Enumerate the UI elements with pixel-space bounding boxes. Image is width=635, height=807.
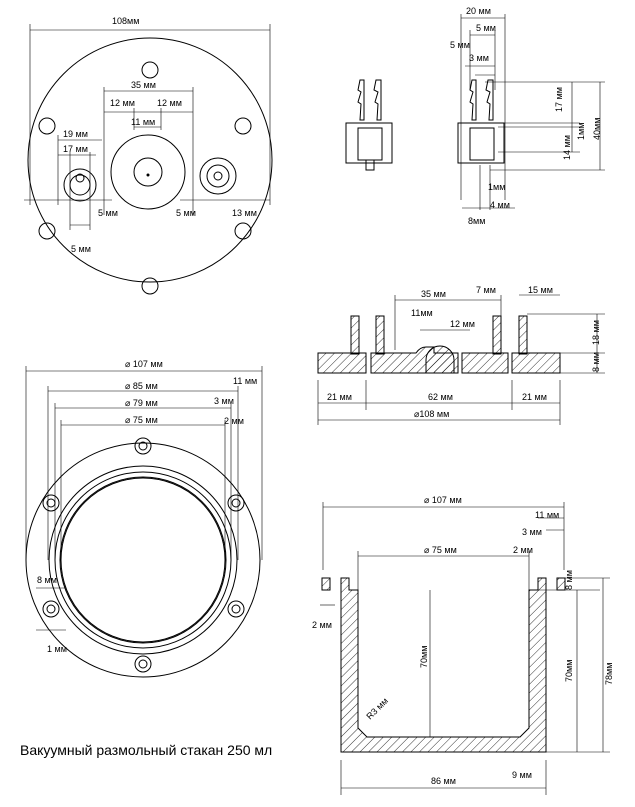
dim-valve-5a: 5 мм [476, 23, 496, 33]
dim-valve-5b: 5 мм [450, 40, 470, 50]
dim-bowltop-85: ⌀ 85 мм [125, 381, 158, 391]
dim-bowl-r3: R3 мм [364, 696, 390, 722]
dim-bowltop-3: 3 мм [214, 396, 234, 406]
dim-lid-11: 11мм [411, 308, 433, 318]
dim-valve-20: 20 мм [466, 6, 491, 16]
dim-lid-15: 15 мм [528, 285, 553, 295]
dim-bowl-86: 86 мм [431, 776, 456, 786]
dim-bowltop-75: ⌀ 75 мм [125, 415, 158, 425]
dim-top-35: 35 мм [131, 80, 156, 90]
dim-lid-21a: 21 мм [327, 392, 352, 402]
dim-bowl-70a: 70мм [419, 646, 429, 668]
dim-bowl-11: 11 мм [535, 510, 559, 520]
dim-lid-108: ⌀108 мм [414, 409, 449, 419]
dim-top-19: 19 мм [63, 129, 88, 139]
dim-lid-21b: 21 мм [522, 392, 547, 402]
dim-valve-14: 14 мм [562, 135, 572, 160]
lid-top-view [24, 24, 273, 295]
drawing-caption: Вакуумный размольный стакан 250 мл [20, 742, 272, 758]
dim-valve-8: 8мм [468, 216, 485, 226]
dim-bowl-3: 3 мм [522, 527, 542, 537]
dim-bowl-70b: 70мм [564, 660, 574, 682]
dim-top-5b: 5 мм [176, 208, 196, 218]
dim-bowl-8: 8 мм [564, 570, 574, 590]
bowl-section-view [320, 502, 610, 795]
dim-lid-35: 35 мм [421, 289, 446, 299]
bowl-top-view [25, 366, 263, 678]
dim-top-13: 13 мм [232, 208, 257, 218]
dim-bowl-2b: 2 мм [312, 620, 332, 630]
dim-valve-17: 17 мм [554, 87, 564, 112]
dim-lid-7: 7 мм [476, 285, 496, 295]
dim-top-5c: 5 мм [71, 244, 91, 254]
dim-top-17: 17 мм [63, 144, 88, 154]
dim-bowltop-79: ⌀ 79 мм [125, 398, 158, 408]
dim-valve-1b: 1мм [488, 182, 505, 192]
dim-lid-18: 18 мм [591, 320, 601, 345]
valve-side-view [457, 14, 605, 210]
dim-bowl-107: ⌀ 107 мм [424, 495, 462, 505]
dim-lid-62: 62 мм [428, 392, 453, 402]
dim-bowl-2: 2 мм [513, 545, 533, 555]
dim-top-5a: 5 мм [98, 208, 118, 218]
dim-bowltop-8: 8 мм [37, 575, 57, 585]
dim-valve-4: 4 мм [490, 200, 510, 210]
lid-section-view [317, 294, 605, 425]
valve-front-view [345, 79, 393, 171]
dim-valve-40: 40мм [592, 118, 602, 140]
dim-bowltop-1: 1 мм [47, 644, 67, 654]
dim-bowltop-107: ⌀ 107 мм [125, 359, 163, 369]
dim-top-12a: 12 мм [110, 98, 135, 108]
dim-lid-12: 12 мм [450, 319, 475, 329]
dim-bowl-75: ⌀ 75 мм [424, 545, 457, 555]
dim-bowl-9: 9 мм [512, 770, 532, 780]
dim-bowltop-11: 11 мм [233, 376, 257, 386]
dim-valve-1: 1мм [576, 123, 586, 140]
dim-top-108: 108мм [112, 16, 139, 26]
dim-top-12b: 12 мм [157, 98, 182, 108]
dim-lid-8: 8 мм [591, 352, 601, 372]
dim-bowl-78: 78мм [604, 663, 614, 685]
dim-valve-3: 3 мм [469, 53, 489, 63]
dim-top-11: 11 мм [131, 117, 155, 127]
dim-bowltop-2: 2 мм [224, 416, 244, 426]
